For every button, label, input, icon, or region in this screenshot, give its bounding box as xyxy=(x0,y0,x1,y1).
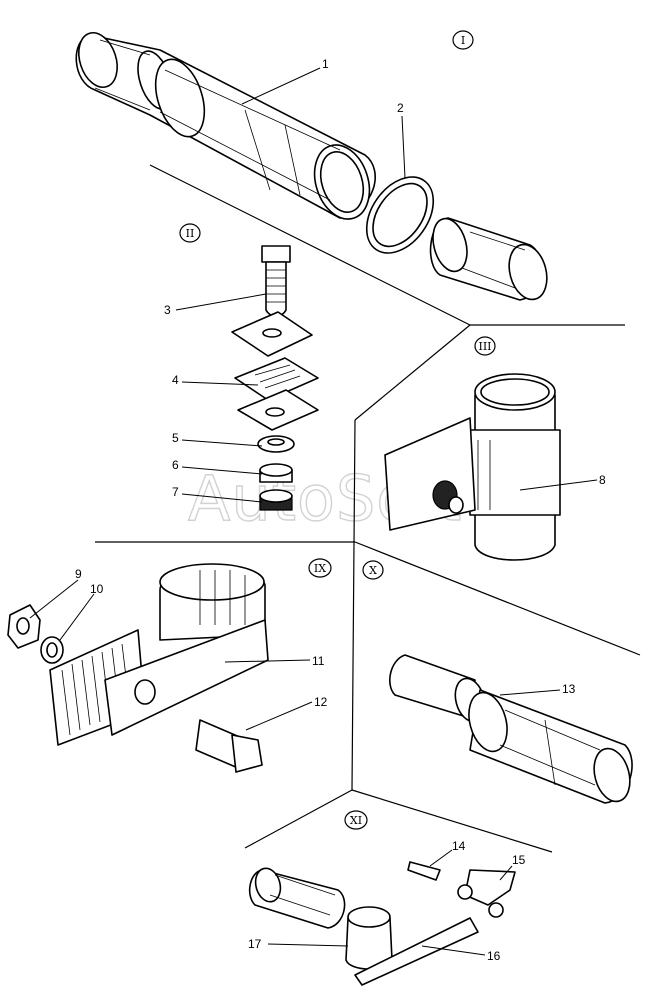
group-labels: I II III IX X XI xyxy=(179,30,496,830)
callout-7: 7 xyxy=(172,485,179,499)
callout-6: 6 xyxy=(172,458,179,472)
callout-12: 12 xyxy=(314,695,328,709)
leader-lines xyxy=(29,67,598,956)
callout-5: 5 xyxy=(172,431,179,445)
callout-3: 3 xyxy=(164,303,171,317)
callout-1: 1 xyxy=(322,57,329,71)
group-label-9: IX xyxy=(314,562,326,575)
callout-8: 8 xyxy=(599,473,606,487)
callout-17: 17 xyxy=(248,937,262,951)
group-label-3: III xyxy=(478,340,491,353)
callout-16: 16 xyxy=(487,949,501,963)
callout-13: 13 xyxy=(562,682,576,696)
callout-numbers: 1 2 3 4 5 6 7 8 9 10 11 12 13 14 15 16 1… xyxy=(75,57,606,963)
callout-2: 2 xyxy=(397,101,404,115)
callout-14: 14 xyxy=(452,839,466,853)
vertical-pipe-clamp-group-3 xyxy=(384,373,561,561)
pipe-sleeve xyxy=(429,217,548,301)
callout-15: 15 xyxy=(512,853,526,867)
section-dividers xyxy=(95,164,641,853)
group-label-1: I xyxy=(461,34,465,47)
fastener-stack-group-2 xyxy=(231,245,319,511)
sealing-ring xyxy=(365,176,435,254)
callout-9: 9 xyxy=(75,567,82,581)
callout-10: 10 xyxy=(90,582,104,596)
pipe-ring-group-10 xyxy=(389,654,633,804)
group-label-2: II xyxy=(186,227,195,240)
bracket-clamp-group-9 xyxy=(7,563,269,773)
callout-11: 11 xyxy=(312,654,325,668)
callout-4: 4 xyxy=(172,373,179,387)
group-label-11: XI xyxy=(350,814,362,827)
pipe-assembly-group-1 xyxy=(75,31,376,220)
group-label-10: X xyxy=(369,564,377,577)
small-parts-group-11 xyxy=(248,861,516,986)
